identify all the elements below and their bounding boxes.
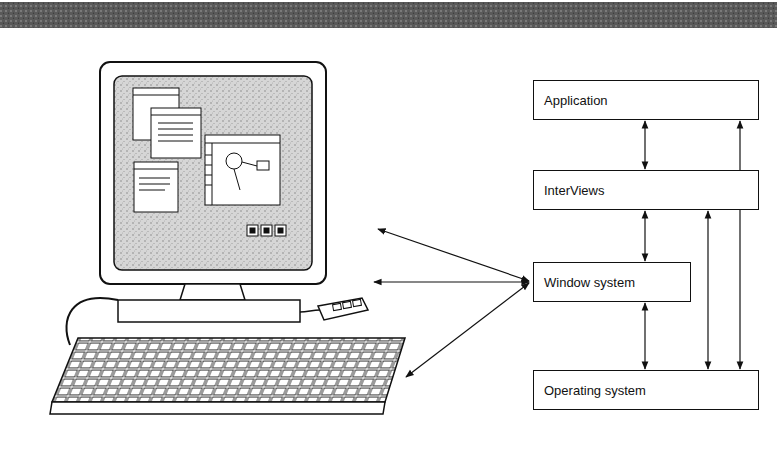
- layer-label: InterViews: [534, 183, 614, 198]
- monitor-screen: [114, 76, 312, 270]
- layer-box: Operating system: [533, 370, 759, 410]
- screen-windows: [133, 88, 286, 236]
- layer-box: Application: [533, 80, 759, 120]
- connector-arrow: [707, 211, 708, 369]
- connector-arrow: [644, 303, 645, 369]
- monitor-base: [118, 300, 300, 322]
- keyboard-front: [50, 402, 385, 414]
- mouse: [318, 298, 368, 320]
- layer-label: Window system: [534, 275, 645, 290]
- layer-box: InterViews: [533, 170, 759, 210]
- mouse-buttons: [333, 299, 362, 310]
- connector-arrow: [739, 121, 740, 369]
- header-banner: [0, 2, 777, 28]
- layer-label: Operating system: [534, 383, 656, 398]
- monitor-bezel: [100, 62, 326, 284]
- monitor-stand: [180, 284, 245, 300]
- connector-arrow: [644, 121, 645, 169]
- keyboard: [52, 338, 405, 402]
- layer-box: Window system: [533, 262, 691, 302]
- mouse-cable: [300, 310, 320, 312]
- layer-label: Application: [534, 93, 618, 108]
- device-arrows: [374, 229, 529, 377]
- connector-arrow: [644, 211, 645, 261]
